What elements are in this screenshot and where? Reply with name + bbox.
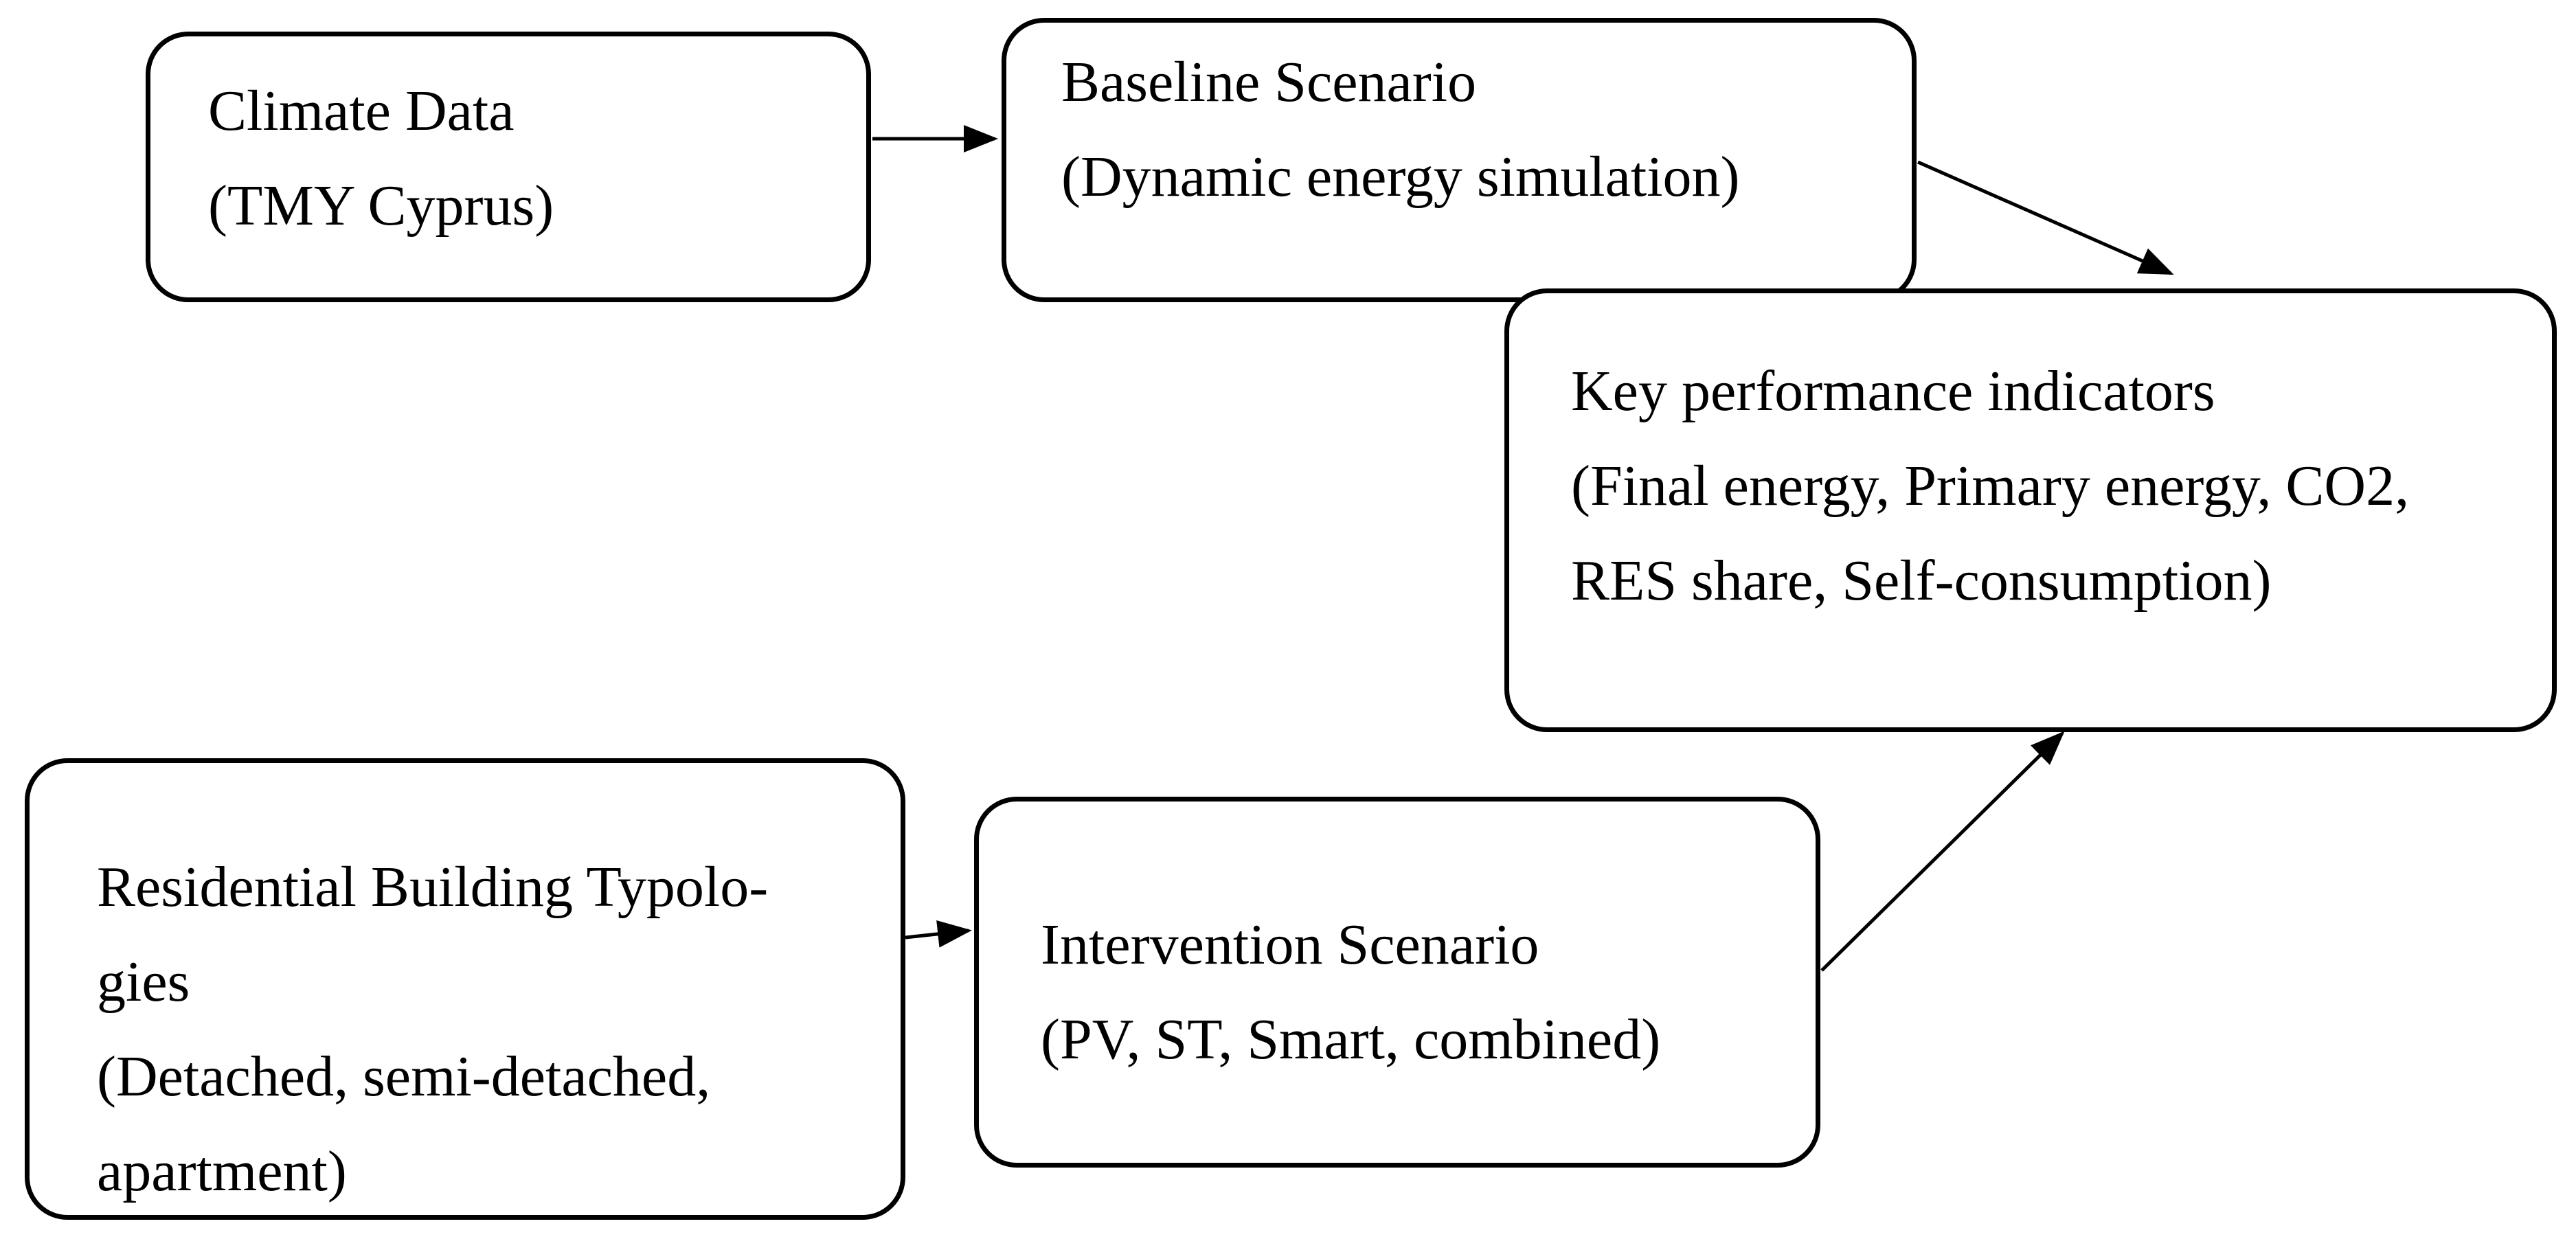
baseline-scenario-subtitle: (Dynamic energy simulation) (1061, 145, 1740, 209)
typologies-line-1: Residential Building Typolo- (97, 855, 769, 919)
kpi-line-3: RES share, Self-consumption) (1571, 549, 2272, 613)
arrow-typologies-to-intervention (905, 920, 972, 948)
baseline-scenario-title: Baseline Scenario (1061, 50, 1477, 114)
kpi-line-2: (Final energy, Primary energy, CO2, (1571, 454, 2410, 518)
intervention-scenario-subtitle: (PV, ST, Smart, combined) (1041, 1008, 1661, 1071)
arrow-intervention-to-kpi (1820, 731, 2065, 972)
climate-data-box: Climate Data (TMY Cyprus) (146, 32, 871, 302)
intervention-scenario-box: Intervention Scenario (PV, ST, Smart, co… (974, 797, 1820, 1168)
typologies-line-4: apartment) (97, 1139, 347, 1203)
typologies-line-2: gies (97, 950, 190, 1014)
arrow-baseline-to-kpi (1917, 160, 2174, 275)
building-typologies-box: Residential Building Typolo- gies (Detac… (25, 758, 905, 1220)
typologies-line-3: (Detached, semi-detached, (97, 1045, 711, 1109)
climate-data-title: Climate Data (208, 79, 515, 143)
kpi-title: Key performance indicators (1571, 359, 2215, 423)
climate-data-subtitle: (TMY Cyprus) (208, 174, 554, 238)
intervention-scenario-title: Intervention Scenario (1041, 913, 1539, 977)
baseline-scenario-box: Baseline Scenario (Dynamic energy simula… (1002, 18, 1917, 302)
kpi-box: Key performance indicators (Final energy… (1504, 288, 2557, 732)
